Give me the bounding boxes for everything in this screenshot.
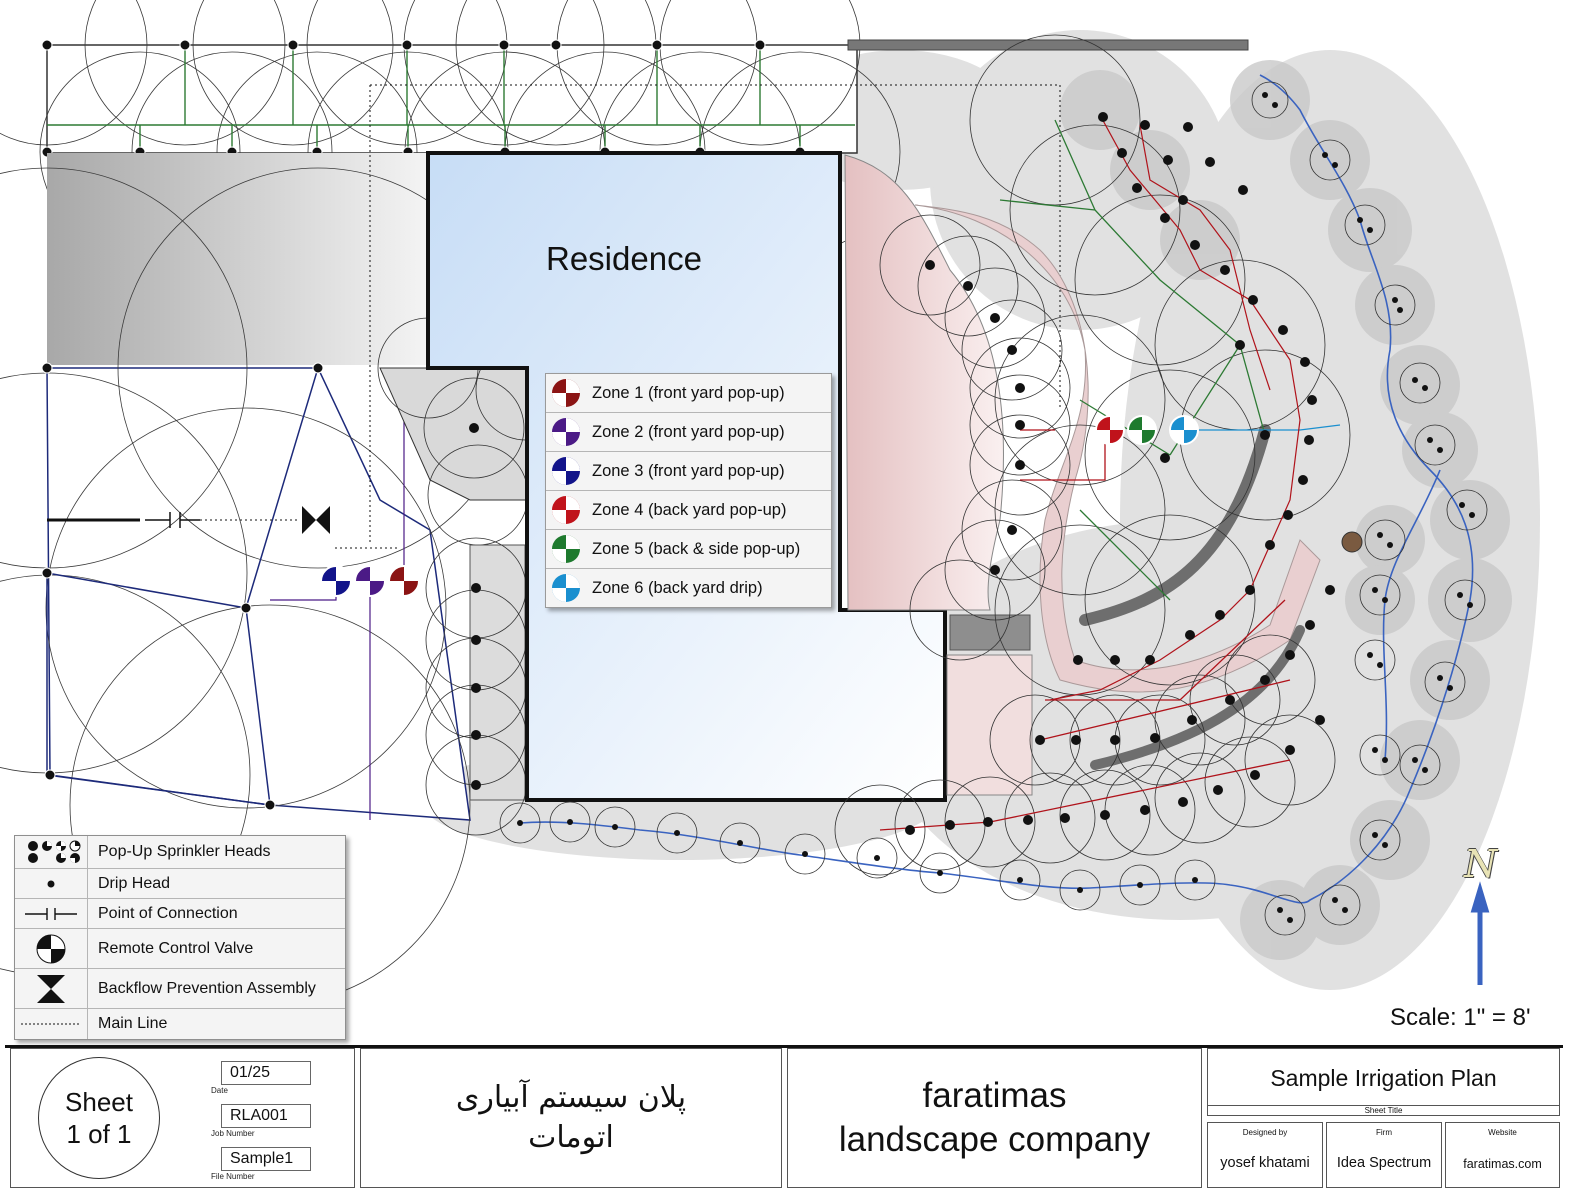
sheet-info-panel: Sheet 1 of 1 01/25 Date RLA001 Job Numbe… (10, 1048, 355, 1188)
valve-cluster-west (320, 565, 420, 597)
sprinkler-heads-backyard (905, 112, 1335, 835)
designed-by-caption: Designed by (1242, 1128, 1288, 1137)
zone-label: Zone 4 (back yard pop-up) (592, 500, 787, 519)
driveway (47, 153, 428, 365)
drip-heads (517, 92, 1475, 923)
zone-pipe-backyard-green (999, 119, 1266, 601)
steps (949, 614, 1031, 651)
backflow-assembly (302, 506, 316, 534)
valve-icon (15, 929, 88, 968)
title-block-rule (5, 1045, 1563, 1048)
entry-planter (379, 367, 529, 501)
zone-label: Zone 2 (front yard pop-up) (592, 422, 785, 441)
sheet-label: Sheet (65, 1087, 133, 1117)
symbol-label: Remote Control Valve (98, 939, 254, 957)
firm-value: Idea Spectrum (1336, 1155, 1432, 1171)
main-line (335, 84, 1061, 549)
zone-pipe-drip (1185, 424, 1341, 431)
drip-emitter-circles (499, 81, 1488, 936)
file-number-caption: File Number (211, 1172, 255, 1181)
sprinkler-arcs-backyard (834, 34, 1351, 876)
valve-icon (552, 457, 580, 485)
symbol-legend-row: Drip Head (15, 869, 345, 899)
north-letter: N (1464, 842, 1498, 886)
symbol-label: Main Line (98, 1015, 168, 1032)
retaining-wall-upper (1079, 424, 1271, 626)
boundary-wall (847, 39, 1249, 51)
company-name-line2: landscape company (838, 1120, 1151, 1159)
company-name-line1: faratimas (922, 1076, 1067, 1115)
designed-by-value: yosef khatami (1220, 1155, 1310, 1171)
symbol-legend-row: Point of Connection (15, 899, 345, 929)
side-planter (469, 544, 526, 801)
valve-icon (552, 418, 580, 446)
company-panel: faratimas landscape company (787, 1048, 1202, 1188)
job-number-caption: Job Number (211, 1129, 255, 1138)
symbol-legend-row: Main Line (15, 1009, 345, 1039)
designed-by-panel: Designed by yosef khatami (1207, 1122, 1323, 1188)
persian-title-line2: اتومات (528, 1120, 614, 1155)
zone-legend-row: Zone 5 (back & side pop-up) (546, 530, 831, 569)
main-line-icon (15, 1009, 88, 1039)
valve-cluster-backyard (1095, 415, 1199, 445)
sheet-title-panel: Sample Irrigation Plan Sheet Title (1207, 1048, 1560, 1116)
valve-icon (552, 379, 580, 407)
front-lawn-north (46, 44, 858, 154)
garden-urn (1341, 531, 1363, 553)
zone-label: Zone 5 (back & side pop-up) (592, 539, 801, 558)
symbol-legend-row: Pop-Up Sprinkler Heads (15, 836, 345, 869)
drip-head-icon (15, 869, 88, 898)
sheet-count: 1 of 1 (66, 1119, 132, 1149)
sprinkler-heads-west (41, 362, 324, 811)
symbol-label: Point of Connection (98, 904, 238, 922)
symbol-label: Pop-Up Sprinkler Heads (98, 843, 271, 860)
sheet-title: Sample Irrigation Plan (1270, 1065, 1497, 1091)
drip-line (519, 74, 1474, 904)
backflow-icon (15, 969, 88, 1008)
persian-title-line1: پلان سیستم آبیاری (455, 1080, 687, 1115)
valve-icon (552, 574, 580, 602)
back-patio (844, 154, 1004, 611)
symbol-label: Backflow Prevention Assembly (98, 979, 316, 997)
point-of-connection-icon (15, 899, 88, 928)
website-caption: Website (1488, 1128, 1517, 1137)
irrigation-site-plan (0, 0, 1540, 1006)
zone-legend-row: Zone 1 (front yard pop-up) (546, 374, 831, 413)
zone-legend-row: Zone 4 (back yard pop-up) (546, 491, 831, 530)
sheet-number-circle: Sheet 1 of 1 (38, 1057, 160, 1179)
zone-pipe-backyard-red (879, 429, 1291, 831)
date-field: 01/25 (221, 1061, 311, 1085)
firm-caption: Firm (1376, 1128, 1392, 1137)
file-number-field: Sample1 (221, 1147, 311, 1171)
point-of-connection (145, 512, 200, 528)
job-number-field: RLA001 (221, 1104, 311, 1128)
north-arrow-icon (1470, 881, 1490, 985)
symbol-legend: Pop-Up Sprinkler Heads Drip Head Point o… (14, 835, 346, 1040)
zone-label: Zone 6 (back yard drip) (592, 578, 763, 597)
zone-legend-row: Zone 3 (front yard pop-up) (546, 452, 831, 491)
popup-heads-icon (15, 836, 88, 868)
residence-label: Residence (546, 240, 702, 277)
tree-canopy-dark (1060, 60, 1512, 960)
symbol-legend-row: Backflow Prevention Assembly (15, 969, 345, 1009)
website-value: faratimas.com (1463, 1157, 1542, 1171)
zone-legend: Zone 1 (front yard pop-up) Zone 2 (front… (545, 373, 832, 608)
date-caption: Date (211, 1086, 228, 1095)
symbol-legend-row: Remote Control Valve (15, 929, 345, 969)
zone-label: Zone 3 (front yard pop-up) (592, 461, 785, 480)
zone-label: Zone 1 (front yard pop-up) (592, 383, 785, 402)
zone-legend-row: Zone 2 (front yard pop-up) (546, 413, 831, 452)
persian-title-panel: پلان سیستم آبیاری اتومات (360, 1048, 782, 1188)
firm-panel: Firm Idea Spectrum (1326, 1122, 1442, 1188)
zone-legend-row: Zone 6 (back yard drip) (546, 569, 831, 607)
valve-icon (552, 496, 580, 524)
symbol-label: Drip Head (98, 874, 171, 892)
valve-icon (552, 535, 580, 563)
scale-label: Scale: 1" = 8' (1390, 1004, 1531, 1031)
website-panel: Website faratimas.com (1445, 1122, 1560, 1188)
sheet-title-caption: Sheet Title (1208, 1105, 1559, 1115)
side-patio (946, 654, 1033, 796)
